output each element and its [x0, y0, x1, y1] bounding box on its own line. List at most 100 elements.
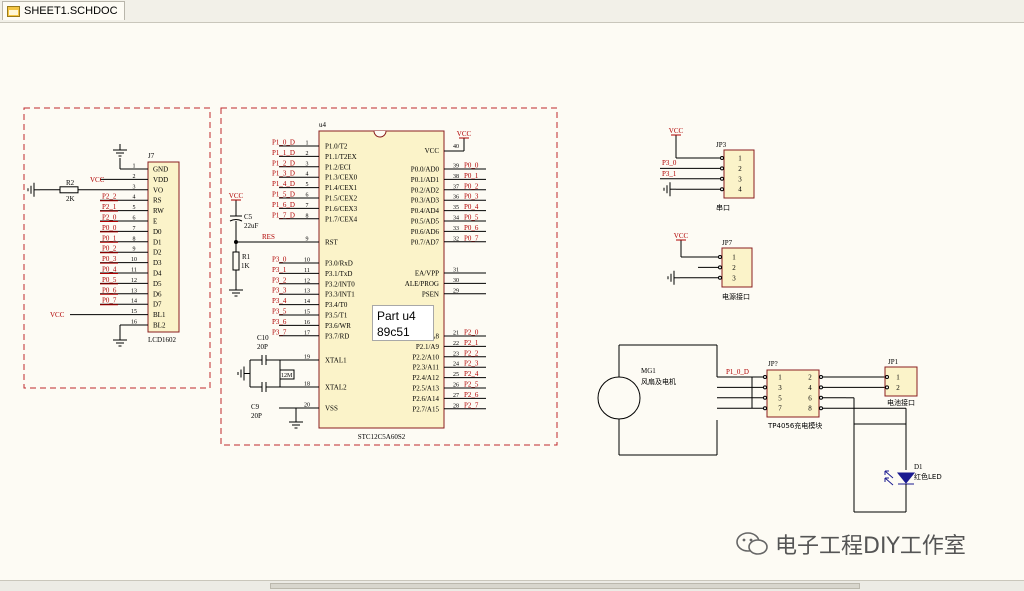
jp3-ref: JP3: [716, 141, 727, 149]
tab-sheet1[interactable]: SHEET1.SCHDOC: [2, 1, 125, 20]
pin-dot: [819, 375, 823, 379]
vcc-label: VCC: [674, 232, 689, 240]
pin-dot: [718, 255, 722, 259]
mcu-pin-number: 37: [453, 184, 459, 190]
net-label: P3_6: [272, 318, 287, 326]
jp3-pin-number: 3: [738, 175, 742, 183]
horizontal-scrollbar[interactable]: [0, 580, 1024, 591]
net-label: P3_1: [662, 170, 677, 178]
mcu-pin-name: P0.3/AD3: [411, 197, 440, 205]
lcd-pin-number: 3: [133, 184, 136, 190]
jp3-pin-number: 2: [738, 165, 742, 173]
mcu-pin-number: 29: [453, 288, 459, 294]
led-ref: D1: [914, 463, 923, 471]
net-label: P3_7: [272, 328, 287, 336]
net-label: P1_2_D: [272, 159, 295, 167]
mcu-pin-name: P1.7/CEX4: [325, 215, 358, 223]
net-label: P0_7: [102, 297, 117, 305]
lcd-pin-number: 5: [133, 205, 136, 211]
net-label: P2_1: [464, 339, 479, 347]
c5-ref: C5: [244, 213, 253, 221]
ground-icon: [289, 416, 303, 429]
mcu-pin-number: 8: [306, 213, 309, 219]
ground-icon: [113, 334, 127, 347]
crystal-value: 12M: [281, 373, 293, 379]
mcu-pin-name: P3.7/RD: [325, 332, 349, 340]
pin-dot: [763, 385, 767, 390]
mcu-pin-number: 34: [453, 216, 459, 222]
ground-icon: [113, 144, 127, 157]
mcu-pin-name: P2.6/A14: [412, 395, 439, 403]
mcu-pin-number: 7: [306, 203, 309, 209]
net-label: P0_6: [464, 224, 479, 232]
mcu-pin-number: 33: [453, 226, 459, 232]
mcu-pin-number: 26: [453, 383, 459, 389]
led-label: 红色LED: [914, 472, 942, 481]
mcu-pin-name: P1.6/CEX3: [325, 205, 358, 213]
lcd-pin-number: 16: [131, 320, 137, 326]
mcu-pin-number: 36: [453, 195, 459, 201]
lcd-pin-number: 8: [133, 236, 136, 242]
tp4056-ref: JP?: [768, 360, 778, 368]
mcu-pin-number: 14: [304, 299, 310, 305]
mcu-pin-number: 35: [453, 205, 459, 211]
part-tooltip: Part u4 89c51: [372, 305, 434, 341]
mcu-pin-name: P1.1/T2EX: [325, 153, 357, 161]
lcd-pin-name: D7: [153, 301, 162, 309]
lcd-pin-number: 14: [131, 299, 137, 305]
c10-value: 20P: [257, 343, 268, 351]
mcu-pin-number: 9: [306, 237, 309, 243]
lcd-pin-number: 15: [131, 309, 137, 315]
tp4056-pin-number: 5: [778, 394, 782, 402]
scrollbar-thumb[interactable]: [270, 583, 860, 589]
mcu-pin-number: 12: [304, 278, 310, 284]
c10-ref: C10: [257, 334, 269, 342]
lcd-pin-name: D2: [153, 249, 162, 257]
led-light-arrow: [884, 477, 894, 486]
mcu-pin-number: 3: [306, 161, 309, 167]
jp3-pin-number: 1: [738, 155, 742, 163]
pin-dot: [885, 375, 889, 379]
mcu-pin-name: P3.6/WR: [325, 322, 351, 330]
pin-dot: [720, 176, 724, 181]
pin-dot: [718, 275, 722, 280]
net-label: P3_1: [272, 266, 287, 274]
lcd-pin-number: 7: [133, 226, 136, 232]
motor-label: 风扇及电机: [641, 377, 676, 386]
net-label: P0_0: [102, 224, 117, 232]
tp4056-pin-number: 3: [778, 384, 782, 392]
ground-icon: [27, 182, 40, 197]
net-label: P2_1: [102, 203, 117, 211]
jp1-label: 电池接口: [887, 398, 915, 407]
lcd-pin-name: BL2: [153, 322, 166, 330]
net-label: P2_3: [464, 360, 479, 368]
mcu-pin-name: XTAL2: [325, 384, 347, 392]
lcd-pin-number: 4: [133, 195, 136, 201]
mcu-pin-name: P0.1/AD1: [411, 176, 440, 184]
net-label: P0_3: [464, 193, 479, 201]
vcc-label: VCC: [229, 192, 244, 200]
vcc-label: VCC: [457, 130, 472, 138]
net-label: P0_1: [464, 172, 479, 180]
lcd-pin-name: D1: [153, 238, 162, 246]
net-label: P1_5_D: [272, 191, 295, 199]
lcd-pin-name: D6: [153, 290, 162, 298]
mcu-pin-number: 1: [306, 141, 309, 147]
pin-dot: [819, 406, 823, 411]
mcu-pin-number: 21: [453, 331, 459, 337]
mcu-pin-number: 20: [304, 403, 310, 409]
lcd-pin-name: D5: [153, 280, 162, 288]
lcd-ref: J7: [148, 152, 155, 160]
mcu-pin-number: 10: [304, 258, 310, 264]
net-label: P2_6: [464, 391, 479, 399]
lcd-pin-number: 6: [133, 216, 136, 222]
mcu-pin-name: EA/VPP: [415, 270, 439, 278]
lcd-pin-number: 10: [131, 257, 137, 263]
pin-dot: [763, 406, 767, 411]
c5-value: 22uF: [244, 222, 259, 230]
ground-icon: [229, 284, 243, 297]
r2-value: 2K: [66, 195, 75, 203]
pin-dot: [718, 265, 722, 270]
mcu-pin-number: 25: [453, 372, 459, 378]
